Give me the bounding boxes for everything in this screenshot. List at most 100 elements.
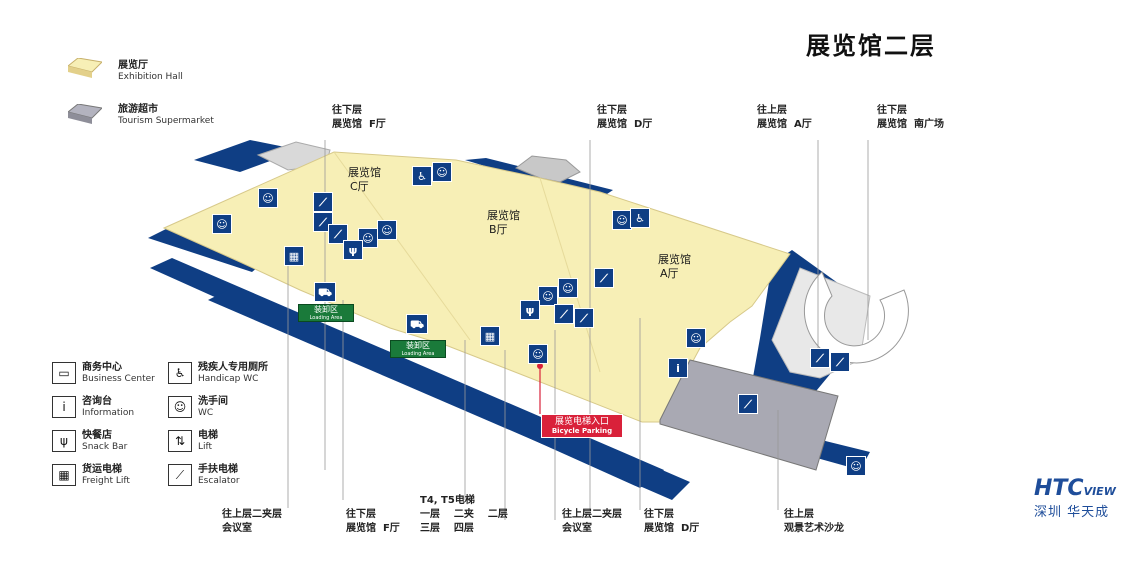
wc-icon: ☺ — [558, 278, 578, 298]
legend-cn: 电梯 — [198, 430, 218, 441]
escalator-icon: ⟋ — [594, 268, 614, 288]
brand-logo: HTCVIEW 深圳 华天成 — [1034, 476, 1116, 520]
legend-cn: 残疾人专用厕所 — [198, 362, 268, 373]
legend-escalator: 手扶电梯 Escalator — [198, 464, 240, 487]
legend-freight-lift: 货运电梯 Freight Lift — [82, 464, 130, 487]
legend-en: Escalator — [198, 476, 240, 486]
entrance-en: Bicycle Parking — [551, 427, 613, 435]
brand-cn: 深圳 华天成 — [1034, 505, 1110, 520]
wc-icon: ☺ — [258, 188, 278, 208]
callout-top-d: 往下层 展览馆 D厅 — [597, 105, 653, 130]
legend-en: WC — [198, 408, 214, 418]
escalator-icon: ⟋ — [168, 464, 192, 486]
callout-bottom-elevators: T4, T5电梯 一层 二夹 二层 三层 四层 — [420, 495, 508, 534]
wc-icon: ☺ — [168, 396, 192, 418]
legend-en: Tourism Supermarket — [118, 116, 214, 126]
legend-cn: 商务中心 — [82, 362, 122, 373]
callout-top-a: 往上层 展览馆 A厅 — [757, 105, 812, 130]
loading-area-2: 装卸区 Loading Area — [390, 340, 446, 358]
brand-view: VIEW — [1083, 485, 1116, 498]
loading-area-en: Loading Area — [401, 351, 435, 357]
legend-cn: 快餐店 — [82, 430, 112, 441]
legend-en: Information — [82, 408, 135, 418]
legend-en: Lift — [198, 442, 213, 452]
escalator-icon: ⟋ — [810, 348, 830, 368]
escalator-icon: ⟋ — [554, 304, 574, 324]
page-title: 展览馆二层 — [806, 32, 936, 60]
escalator-icon: ⟋ — [574, 308, 594, 328]
freight-lift-icon: ▦ — [284, 246, 304, 266]
freight-lift-icon: ▦ — [480, 326, 500, 346]
entrance-sign: 展览电梯入口 Bicycle Parking — [541, 414, 623, 438]
callout-bottom-salon: 往上层 观景艺术沙龙 — [784, 509, 844, 534]
snack-bar-icon: ψ — [343, 240, 363, 260]
escalator-icon: ⟋ — [830, 352, 850, 372]
brand-htc: HTC — [1034, 476, 1084, 501]
handicap-wc-icon: ♿ — [630, 208, 650, 228]
wc-icon: ☺ — [686, 328, 706, 348]
callout-bottom-f: 往下层 展览馆 F厅 — [346, 509, 400, 534]
escalator-icon: ⟋ — [328, 224, 348, 244]
hall-label-a: 展览馆 A厅 — [658, 253, 691, 281]
legend-cn: 货运电梯 — [82, 464, 122, 475]
legend-en: Handicap WC — [198, 374, 259, 384]
wc-icon: ☺ — [538, 286, 558, 306]
road-band-top-left — [148, 226, 264, 272]
hall-name: 展览馆 — [487, 209, 520, 222]
information-icon: i — [668, 358, 688, 378]
callout-bottom-meeting-1: 往上层二夹层 会议室 — [222, 509, 282, 534]
road-band-top-strip — [194, 140, 300, 172]
wc-icon: ☺ — [212, 214, 232, 234]
snack-bar-icon: ψ — [52, 430, 76, 452]
loading-area-en: Loading Area — [309, 315, 343, 321]
legend-information: 咨询台 Information — [82, 396, 134, 419]
freight-lift-icon: ▦ — [52, 464, 76, 486]
hall-label-b: 展览馆 B厅 — [487, 209, 520, 237]
entrance-cn: 展览电梯入口 — [554, 417, 609, 427]
legend-wc: 洗手间 WC — [198, 396, 228, 419]
wc-icon: ☺ — [377, 220, 397, 240]
wc-icon: ☺ — [528, 344, 548, 364]
callout-bottom-meeting-2: 往上层二夹层 会议室 — [562, 509, 622, 534]
loading-area-1: 装卸区 Loading Area — [298, 304, 354, 322]
hall-sub: C厅 — [350, 180, 369, 193]
wc-icon: ☺ — [358, 228, 378, 248]
legend-en: Snack Bar — [82, 442, 128, 452]
information-icon: i — [52, 396, 76, 418]
legend-swatch-tourism-supermarket — [66, 103, 104, 128]
hall-sub: A厅 — [660, 267, 679, 280]
wc-icon: ☺ — [432, 162, 452, 182]
legend-cn: 手扶电梯 — [198, 464, 238, 475]
legend-item-exhibition-hall: 展览厅 Exhibition Hall — [118, 60, 183, 83]
road-band-lower — [208, 286, 690, 500]
escalator-icon: ⟋ — [313, 192, 333, 212]
hall-name: 展览馆 — [658, 253, 691, 266]
legend-cn: 咨询台 — [82, 396, 112, 407]
hall-label-c: 展览馆 C厅 — [348, 166, 381, 194]
wc-icon: ☺ — [846, 456, 866, 476]
legend-cn: 洗手间 — [198, 396, 228, 407]
legend-en: Business Center — [82, 374, 155, 384]
loading-area-cn: 装卸区 — [406, 341, 430, 350]
legend-lift: 电梯 Lift — [198, 430, 218, 453]
loading-area-cn: 装卸区 — [314, 305, 338, 314]
legend-cn: 展览厅 — [118, 60, 148, 71]
legend-snack-bar: 快餐店 Snack Bar — [82, 430, 127, 453]
legend-swatch-exhibition-hall — [66, 57, 104, 82]
legend-item-tourism-supermarket: 旅游超市 Tourism Supermarket — [118, 104, 214, 127]
legend-en: Exhibition Hall — [118, 72, 183, 82]
hall-name: 展览馆 — [348, 166, 381, 179]
callout-top-south-plaza: 往下层 展览馆 南广场 — [877, 105, 944, 130]
truck-icon: ⛟ — [406, 314, 428, 334]
handicap-wc-icon: ♿ — [412, 166, 432, 186]
escalator-icon: ⟋ — [738, 394, 758, 414]
legend-en: Freight Lift — [82, 476, 130, 486]
hall-sub: B厅 — [489, 223, 508, 236]
business-center-icon: ▭ — [52, 362, 76, 384]
legend-business-center: 商务中心 Business Center — [82, 362, 155, 385]
lift-icon: ⇅ — [168, 430, 192, 452]
legend-icons: ▭ 商务中心 Business Center ♿ 残疾人专用厕所 Handica… — [52, 362, 312, 492]
handicap-wc-icon: ♿ — [168, 362, 192, 384]
callout-bottom-d: 往下层 展览馆 D厅 — [644, 509, 700, 534]
callout-top-f: 往下层 展览馆 F厅 — [332, 105, 386, 130]
